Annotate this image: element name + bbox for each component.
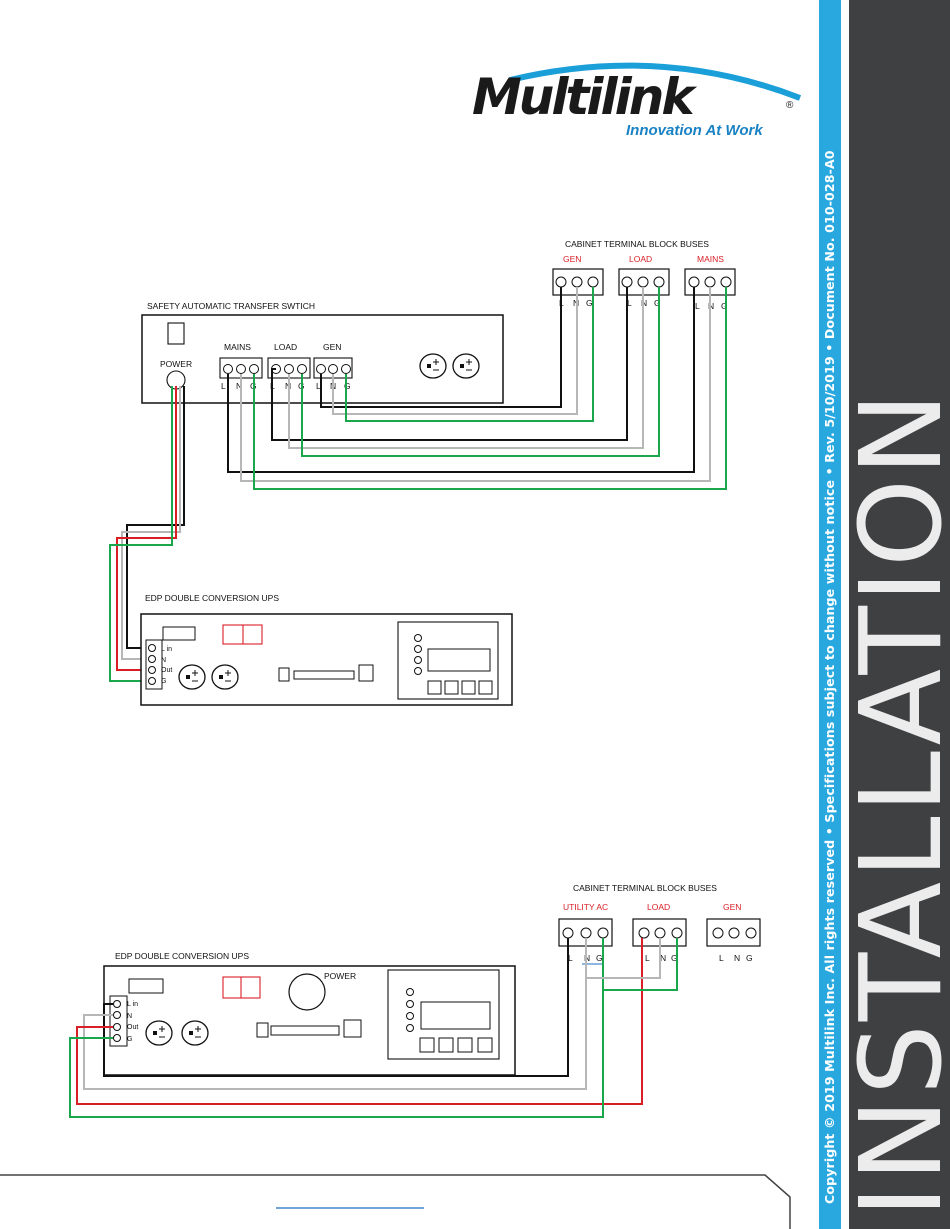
ups1-title: EDP DOUBLE CONVERSION UPS: [145, 593, 279, 603]
svg-text:G: G: [746, 953, 753, 963]
svg-text:G: G: [586, 298, 593, 308]
bus-gen2-label: GEN: [723, 902, 741, 912]
svg-text:L: L: [221, 381, 226, 391]
logo-registered: ®: [786, 100, 794, 111]
bus-title-1: CABINET TERMINAL BLOCK BUSES: [565, 239, 709, 249]
svg-text:L: L: [719, 953, 724, 963]
svg-text:L in: L in: [127, 1001, 138, 1008]
svg-text:G: G: [671, 953, 678, 963]
bus-utility-label: UTILITY AC: [563, 902, 608, 912]
svg-text:N: N: [584, 953, 590, 963]
svg-text:G: G: [721, 301, 728, 311]
svg-text:N: N: [708, 301, 714, 311]
bus-title-2: CABINET TERMINAL BLOCK BUSES: [573, 883, 717, 893]
bus-mains-label: MAINS: [697, 254, 724, 264]
multilink-logo: Multilink ® Innovation At Work: [472, 62, 802, 139]
footer-frame: [0, 1174, 791, 1229]
svg-text:L: L: [316, 381, 321, 391]
svg-text:LOAD: LOAD: [274, 342, 297, 352]
copyright-footer: Copyright © 2019 Multilink Inc. All righ…: [822, 150, 837, 1204]
svg-text:G: G: [161, 678, 166, 685]
svg-text:G: G: [596, 953, 603, 963]
svg-text:G: G: [654, 298, 661, 308]
svg-text:L: L: [695, 301, 700, 311]
svg-text:N: N: [236, 381, 242, 391]
svg-text:N: N: [127, 1013, 132, 1020]
svg-text:POWER: POWER: [160, 359, 192, 369]
logo-tagline: Innovation At Work: [626, 122, 763, 139]
svg-text:L: L: [568, 953, 573, 963]
sidebar-blue-strip: [819, 0, 841, 1229]
section-title: INSTALLATION: [837, 389, 950, 1218]
svg-text:L: L: [645, 953, 650, 963]
ups1-outlet-icon: [178, 664, 206, 690]
svg-text:Out: Out: [161, 667, 172, 674]
ats-outlet-icon: [419, 353, 447, 379]
svg-text:L in: L in: [161, 646, 172, 653]
ups1-outlet-icon: [211, 664, 239, 690]
wires-1: [109, 287, 727, 682]
svg-text:Out: Out: [127, 1024, 138, 1031]
sidebar-dark-strip: [849, 0, 950, 1229]
svg-text:GEN: GEN: [323, 342, 341, 352]
wires-2: [69, 938, 678, 1118]
bus-load-label: LOAD: [629, 254, 652, 264]
svg-text:MAINS: MAINS: [224, 342, 251, 352]
ups2-outlet-icon: [145, 1020, 173, 1046]
svg-text:N: N: [734, 953, 740, 963]
ups2-outlet-icon: [181, 1020, 209, 1046]
svg-text:N: N: [660, 953, 666, 963]
svg-text:L: L: [627, 298, 632, 308]
ups2-title: EDP DOUBLE CONVERSION UPS: [115, 951, 249, 961]
diagram-1: CABINET TERMINAL BLOCK BUSES GEN LOAD MA…: [109, 239, 736, 706]
svg-text:POWER: POWER: [324, 971, 356, 981]
svg-text:G: G: [127, 1036, 132, 1043]
svg-text:G: G: [344, 381, 351, 391]
svg-text:N: N: [641, 298, 647, 308]
wiring-diagrams: CABINET TERMINAL BLOCK BUSES GEN LOAD MA…: [0, 239, 791, 1229]
ats-title: SAFETY AUTOMATIC TRANSFER SWTICH: [147, 301, 315, 311]
ats-outlet-icon: [452, 353, 480, 379]
diagram-2: CABINET TERMINAL BLOCK BUSES UTILITY AC …: [69, 883, 761, 1118]
logo-brand: Multilink: [472, 68, 697, 126]
bus-gen-label: GEN: [563, 254, 581, 264]
bus-load2-label: LOAD: [647, 902, 670, 912]
svg-text:N: N: [161, 657, 166, 664]
